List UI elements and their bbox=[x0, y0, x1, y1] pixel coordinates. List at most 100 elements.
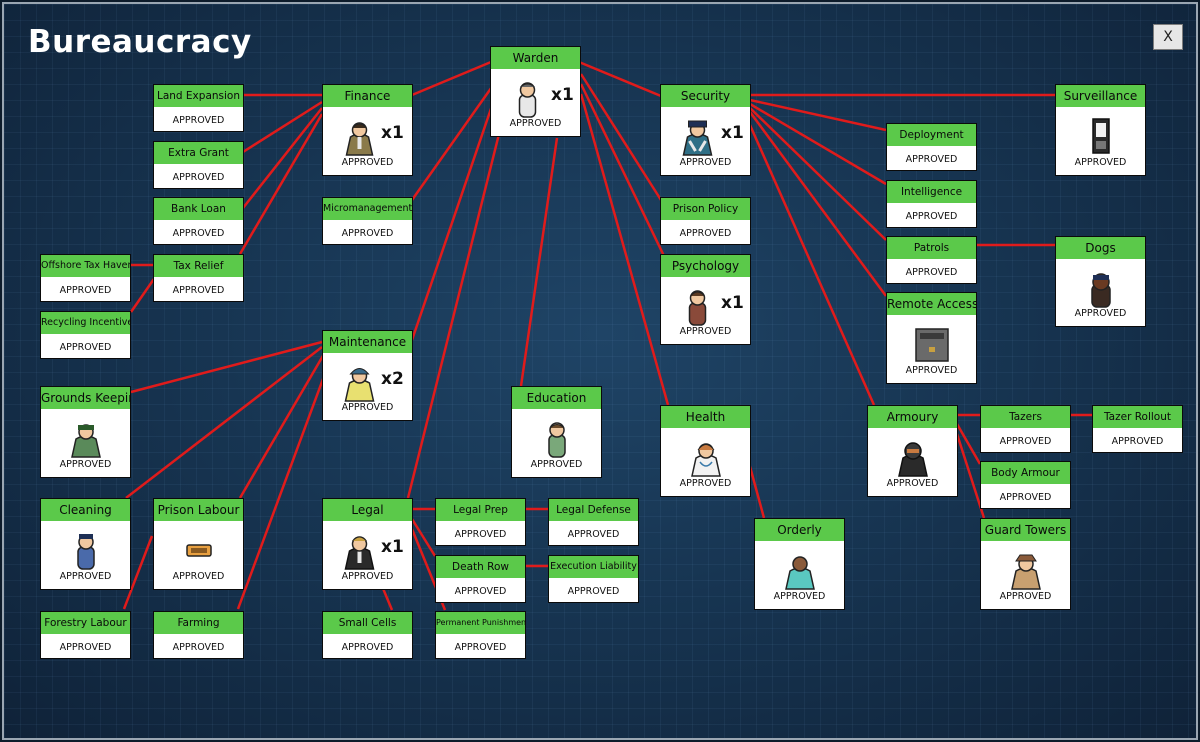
node-tazer-rollout[interactable]: Tazer Rollout APPROVED bbox=[1092, 405, 1183, 453]
node-permanent-punishments[interactable]: Permanent Punishments APPROVED bbox=[435, 611, 526, 659]
staff-count: x1 bbox=[381, 123, 404, 143]
node-deployment[interactable]: Deployment APPROVED bbox=[886, 123, 977, 171]
link-maintenance-prison-labour bbox=[238, 353, 326, 499]
link-security-remote-access bbox=[748, 111, 888, 297]
status-label: APPROVED bbox=[567, 529, 620, 540]
node-title: Grounds Keeping bbox=[41, 387, 130, 409]
link-armoury-guard-towers bbox=[955, 433, 986, 519]
node-title: Guard Towers bbox=[981, 519, 1070, 541]
accountant-icon bbox=[345, 122, 373, 156]
node-land-expansion[interactable]: Land Expansion APPROVED bbox=[153, 84, 244, 132]
link-legal-small-cells bbox=[380, 585, 394, 611]
status-label: APPROVED bbox=[454, 642, 507, 653]
foreman-icon bbox=[344, 368, 374, 402]
node-surveillance[interactable]: Surveillance APPROVED bbox=[1055, 84, 1146, 176]
node-title: Security bbox=[661, 85, 750, 107]
node-patrols[interactable]: Patrols APPROVED bbox=[886, 236, 977, 284]
link-legal-death-row bbox=[410, 518, 437, 557]
node-cleaning[interactable]: Cleaning APPROVED bbox=[40, 498, 131, 590]
node-title: Body Armour bbox=[981, 462, 1070, 484]
node-death-row[interactable]: Death Row APPROVED bbox=[435, 555, 526, 603]
node-title: Forestry Labour bbox=[41, 612, 130, 634]
node-prison-policy[interactable]: Prison Policy APPROVED bbox=[660, 197, 751, 245]
node-security[interactable]: Security x1 APPROVED bbox=[660, 84, 751, 176]
link-warden-security bbox=[578, 60, 662, 98]
node-legal[interactable]: Legal x1 APPROVED bbox=[322, 498, 413, 590]
close-button[interactable]: X bbox=[1153, 24, 1183, 50]
status-label: APPROVED bbox=[679, 478, 732, 489]
node-offshore-tax-haven[interactable]: Offshore Tax Haven APPROVED bbox=[40, 254, 131, 302]
status-label: APPROVED bbox=[905, 267, 958, 278]
status-label: APPROVED bbox=[905, 211, 958, 222]
status-label: APPROVED bbox=[999, 492, 1052, 503]
node-orderly[interactable]: Orderly APPROVED bbox=[754, 518, 845, 610]
link-warden-education bbox=[519, 137, 559, 387]
node-finance[interactable]: Finance x1 APPROVED bbox=[322, 84, 413, 176]
status-label: APPROVED bbox=[886, 478, 939, 489]
staff-count: x1 bbox=[721, 123, 744, 143]
status-label: APPROVED bbox=[172, 285, 225, 296]
node-title: Remote Access bbox=[887, 293, 976, 315]
node-micromanagement[interactable]: Micromanagement APPROVED bbox=[322, 197, 413, 245]
node-legal-defense[interactable]: Legal Defense APPROVED bbox=[548, 498, 639, 546]
status-label: APPROVED bbox=[454, 529, 507, 540]
node-small-cells[interactable]: Small Cells APPROVED bbox=[322, 611, 413, 659]
tower-guard-icon bbox=[1010, 554, 1041, 590]
dog-handler-icon bbox=[1090, 273, 1111, 308]
node-title: Death Row bbox=[436, 556, 525, 578]
node-health[interactable]: Health APPROVED bbox=[660, 405, 751, 497]
node-forestry-labour[interactable]: Forestry Labour APPROVED bbox=[40, 611, 131, 659]
node-title: Dogs bbox=[1056, 237, 1145, 259]
status-label: APPROVED bbox=[59, 571, 112, 582]
status-label: APPROVED bbox=[567, 586, 620, 597]
staff-count: x1 bbox=[721, 293, 744, 313]
node-title: Legal Prep bbox=[436, 499, 525, 521]
status-label: APPROVED bbox=[905, 154, 958, 165]
link-maintenance-grounds bbox=[130, 340, 323, 394]
node-guard-towers[interactable]: Guard Towers APPROVED bbox=[980, 518, 1071, 610]
link-warden-health bbox=[579, 93, 670, 406]
node-title: Prison Labour bbox=[154, 499, 243, 521]
node-farming[interactable]: Farming APPROVED bbox=[153, 611, 244, 659]
node-grounds-keeping[interactable]: Grounds Keeping APPROVED bbox=[40, 386, 131, 478]
link-warden-finance bbox=[411, 60, 492, 97]
door-console-icon bbox=[914, 328, 949, 362]
link-security-deployment bbox=[749, 98, 887, 132]
node-prison-labour[interactable]: Prison Labour APPROVED bbox=[153, 498, 244, 590]
node-education[interactable]: Education APPROVED bbox=[511, 386, 602, 478]
node-body-armour[interactable]: Body Armour APPROVED bbox=[980, 461, 1071, 509]
status-label: APPROVED bbox=[1074, 308, 1127, 319]
link-armoury-body-armour bbox=[955, 423, 982, 465]
node-armoury[interactable]: Armoury APPROVED bbox=[867, 405, 958, 497]
status-label: APPROVED bbox=[1111, 436, 1164, 447]
node-tax-relief[interactable]: Tax Relief APPROVED bbox=[153, 254, 244, 302]
link-maintenance-farming bbox=[236, 359, 332, 610]
link-finance-extra-grant bbox=[242, 100, 323, 154]
connection-lines bbox=[122, 60, 1092, 611]
node-recycling-incentive[interactable]: Recycling Incentive APPROVED bbox=[40, 311, 131, 359]
node-extra-grant[interactable]: Extra Grant APPROVED bbox=[153, 141, 244, 189]
node-psychology[interactable]: Psychology x1 APPROVED bbox=[660, 254, 751, 345]
node-title: Psychology bbox=[661, 255, 750, 277]
node-remote-access[interactable]: Remote Access APPROVED bbox=[886, 292, 977, 384]
status-label: APPROVED bbox=[341, 571, 394, 582]
node-legal-prep[interactable]: Legal Prep APPROVED bbox=[435, 498, 526, 546]
node-execution-liability[interactable]: Execution Liability APPROVED bbox=[548, 555, 639, 603]
node-title: Maintenance bbox=[323, 331, 412, 353]
node-title: Legal Defense bbox=[549, 499, 638, 521]
link-finance-tax-relief bbox=[238, 113, 324, 255]
cctv-monitor-icon bbox=[1091, 118, 1110, 154]
link-warden-maintenance bbox=[410, 93, 498, 341]
node-intelligence[interactable]: Intelligence APPROVED bbox=[886, 180, 977, 228]
status-label: APPROVED bbox=[172, 115, 225, 126]
status-label: APPROVED bbox=[59, 285, 112, 296]
node-title: Bank Loan bbox=[154, 198, 243, 220]
node-dogs[interactable]: Dogs APPROVED bbox=[1055, 236, 1146, 327]
node-title: Micromanagement bbox=[323, 198, 412, 220]
node-tazers[interactable]: Tazers APPROVED bbox=[980, 405, 1071, 453]
status-label: APPROVED bbox=[999, 591, 1052, 602]
node-maintenance[interactable]: Maintenance x2 APPROVED bbox=[322, 330, 413, 421]
status-label: APPROVED bbox=[773, 591, 826, 602]
node-warden[interactable]: Warden x1 APPROVED bbox=[490, 46, 581, 137]
node-bank-loan[interactable]: Bank Loan APPROVED bbox=[153, 197, 244, 245]
